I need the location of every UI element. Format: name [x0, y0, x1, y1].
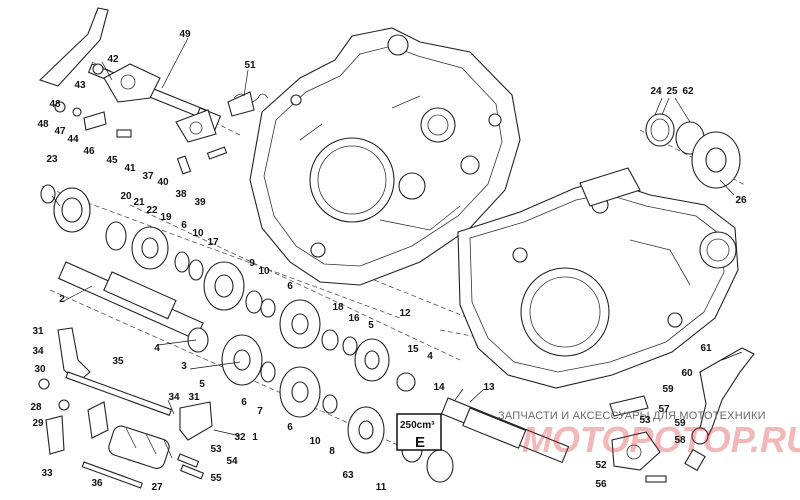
badge-displacement: 250cm³	[400, 420, 435, 431]
callout-33: 33	[41, 468, 53, 479]
callout-18: 18	[332, 302, 344, 313]
callout-7: 7	[257, 406, 263, 417]
callout-45: 45	[106, 155, 118, 166]
callout-10-lower: 10	[309, 436, 321, 447]
callout-8: 8	[329, 446, 335, 457]
badge-letter: E	[415, 434, 425, 451]
callout-30: 30	[34, 364, 46, 375]
callout-32: 32	[234, 432, 246, 443]
callout-56: 56	[595, 479, 607, 490]
crankcase-left-half	[249, 27, 521, 286]
callout-13: 13	[483, 382, 495, 393]
callout-15: 15	[407, 344, 419, 355]
callout-59-lower: 59	[674, 418, 686, 429]
callout-53: 53	[210, 444, 222, 455]
callout-31: 31	[32, 326, 44, 337]
callout-6-mid: 6	[287, 281, 293, 292]
callout-23: 23	[46, 154, 58, 165]
callout-48-lower: 48	[37, 119, 49, 130]
callout-22: 22	[146, 205, 158, 216]
callout-34: 34	[168, 392, 180, 403]
callout-6: 6	[181, 220, 187, 231]
callout-10-mid: 10	[258, 266, 270, 277]
callout-6-lower: 6	[241, 397, 247, 408]
callout-9: 9	[249, 258, 255, 269]
callout-35: 35	[112, 356, 124, 367]
callout-24: 24	[650, 86, 662, 97]
callout-2: 2	[59, 294, 65, 305]
callout-63: 63	[342, 470, 354, 481]
shift-drum-selector-parts	[175, 91, 269, 175]
callout-5: 5	[368, 320, 374, 331]
callout-12: 12	[399, 308, 411, 319]
callout-34-left: 34	[32, 346, 44, 357]
crankcase-right-half	[457, 167, 739, 389]
callout-47: 47	[54, 126, 66, 137]
callout-46: 46	[83, 146, 95, 157]
callout-5-lower: 5	[199, 379, 205, 390]
badge-frame	[396, 413, 442, 451]
callout-6-bottom: 6	[287, 422, 293, 433]
watermark-text: ЗАПЧАСТИ И АКСЕССУАРЫ ДЛЯ МОТОТЕХНИКИ	[498, 410, 766, 422]
callout-4-lower: 4	[154, 343, 160, 354]
callout-20: 20	[120, 191, 132, 202]
callout-62: 62	[682, 86, 694, 97]
callout-17: 17	[207, 237, 219, 248]
callout-3: 3	[181, 361, 187, 372]
callout-10: 10	[192, 228, 204, 239]
callout-43: 43	[74, 80, 86, 91]
callout-29: 29	[32, 418, 44, 429]
callout-42: 42	[107, 54, 119, 65]
callout-44: 44	[67, 134, 79, 145]
displacement-badge: 250cm³ E	[396, 413, 442, 451]
callout-53-right: 53	[639, 415, 651, 426]
callout-36: 36	[91, 478, 103, 489]
callout-28: 28	[30, 402, 42, 413]
crankcase-right-bore	[520, 267, 610, 357]
callout-leaders	[51, 37, 743, 437]
callout-27: 27	[151, 482, 163, 493]
watermark: ЗАПЧАСТИ И АКСЕССУАРЫ ДЛЯ МОТОТЕХНИКИ MO…	[498, 410, 800, 460]
callout-31-right: 31	[188, 392, 200, 403]
callout-39: 39	[194, 197, 206, 208]
callout-19: 19	[160, 212, 172, 223]
callout-37: 37	[142, 171, 154, 182]
callout-16: 16	[348, 313, 360, 324]
callout-41: 41	[124, 163, 136, 174]
callout-60: 60	[681, 368, 693, 379]
countershaft-sprocket	[645, 113, 741, 189]
callout-38: 38	[175, 189, 187, 200]
callout-51: 51	[244, 60, 256, 71]
callout-52: 52	[595, 460, 607, 471]
callout-57: 57	[658, 404, 670, 415]
callout-labels: 49 51 42 43 48 48 47 44 46 45 41 37 40 3…	[30, 29, 747, 493]
callout-61: 61	[700, 343, 712, 354]
kickstart-lever	[609, 347, 755, 483]
callout-25: 25	[666, 86, 678, 97]
callout-54: 54	[226, 456, 238, 467]
callout-1: 1	[252, 432, 258, 443]
callout-58: 58	[674, 435, 686, 446]
callout-14: 14	[433, 382, 445, 393]
callout-11: 11	[376, 482, 387, 493]
watermark-brand: MOTOPOTOP.RU	[522, 419, 800, 460]
callout-59: 59	[662, 384, 674, 395]
callout-4: 4	[427, 351, 433, 362]
callout-40: 40	[157, 177, 169, 188]
shift-forks-and-drum	[38, 327, 213, 489]
callout-48: 48	[49, 99, 61, 110]
callout-49: 49	[179, 29, 191, 40]
callout-21: 21	[133, 197, 145, 208]
callout-55: 55	[210, 473, 222, 484]
crankcase-left-bore	[309, 137, 395, 223]
primary-shaft-group	[40, 184, 416, 392]
callout-26: 26	[735, 195, 747, 206]
